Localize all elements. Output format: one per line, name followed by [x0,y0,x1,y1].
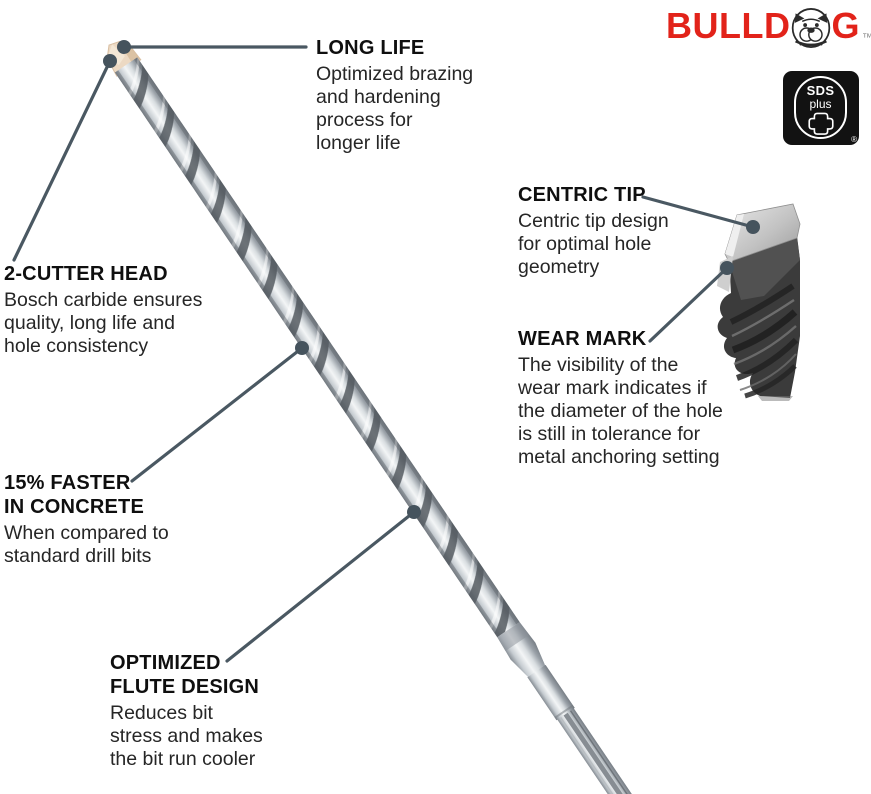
callout-body: The visibility of the wear mark indicate… [518,354,723,468]
sds-shank-line [569,710,638,794]
closeup-flute-ridge [744,364,797,399]
logo-text-prefix: BULLD [666,5,791,46]
callout-body: Centric tip design for optimal hole geom… [518,210,669,278]
callout-title: CENTRIC TIP [518,184,646,206]
sds-shank-cross-section-icon [807,112,834,135]
closeup-flute-ridge [731,309,798,354]
callout-wear-mark: WEAR MARK The visibility of the wear mar… [518,327,723,469]
sds-shank-line [560,717,628,794]
sds-plus-badge: SDS plus ® [783,71,859,145]
closeup-ridge-highlight [739,353,797,391]
bulldog-logo: BULLD G ™ [666,6,871,50]
callout-title: WEAR MARK [518,328,647,350]
closeup-front-facet [729,238,800,300]
sds-badge-oval: SDS plus [794,76,847,139]
flute-section [114,57,520,638]
logo-text-suffix: G [831,5,860,46]
callout-title: 15% FASTER IN CONCRETE [4,472,144,518]
drill-bit-illustration [106,40,641,794]
sds-badge-line2: plus [809,97,832,111]
callout-dot-wear-mark [720,261,734,275]
sds-badge-line1: SDS [806,83,835,98]
callout-long-life: LONG LIFE Optimized brazing and hardenin… [316,36,473,155]
callout-dot-long-life [117,40,131,54]
callout-body: Bosch carbide ensures quality, long life… [4,289,203,357]
callout-flute-design: OPTIMIZED FLUTE DESIGN Reduces bit stres… [110,651,263,771]
smooth-shaft [527,664,575,721]
leader-lines [12,45,755,663]
callout-two-cutter-head: 2-CUTTER HEAD Bosch carbide ensures qual… [4,262,202,358]
callout-body: When compared to standard drill bits [4,522,169,567]
callout-title: 2-CUTTER HEAD [4,263,168,285]
callout-dots [103,40,760,519]
leader-line-centric-tip [641,195,755,229]
callout-centric-tip: CENTRIC TIP Centric tip design for optim… [518,183,669,279]
callout-dot-centric-tip [746,220,760,234]
leader-line-wear-mark [648,266,729,343]
closeup-ridge-highlight [731,299,795,338]
callout-body: Optimized brazing and hardening process … [316,63,474,154]
leader-line-faster [130,346,304,483]
closeup-photo [717,203,801,401]
closeup-flute-ridge [729,283,795,325]
flute-right-shade [133,57,520,625]
leader-line-two-cutter [12,59,112,262]
sds-shank-groove [563,712,634,794]
callout-faster-in-concrete: 15% FASTER IN CONCRETE When compared to … [4,471,169,568]
closeup-ridge-highlight [733,325,797,366]
closeup-flute-ridge [735,337,799,381]
closeup-bottom-fade [758,396,793,401]
trademark-symbol: ™ [862,32,871,44]
transition-seam [497,622,530,651]
callout-dot-flute [407,505,421,519]
bulldog-head-icon [792,8,831,48]
registered-symbol: ® [851,135,857,144]
leader-line-flute [225,510,416,663]
callout-title: OPTIMIZED FLUTE DESIGN [110,652,260,698]
flute-left-shade [114,70,501,638]
callout-dot-two-cutter [103,54,117,68]
callout-title: LONG LIFE [316,37,425,59]
callout-dot-faster [295,341,309,355]
callout-body: Reduces bit stress and makes the bit run… [110,702,263,770]
